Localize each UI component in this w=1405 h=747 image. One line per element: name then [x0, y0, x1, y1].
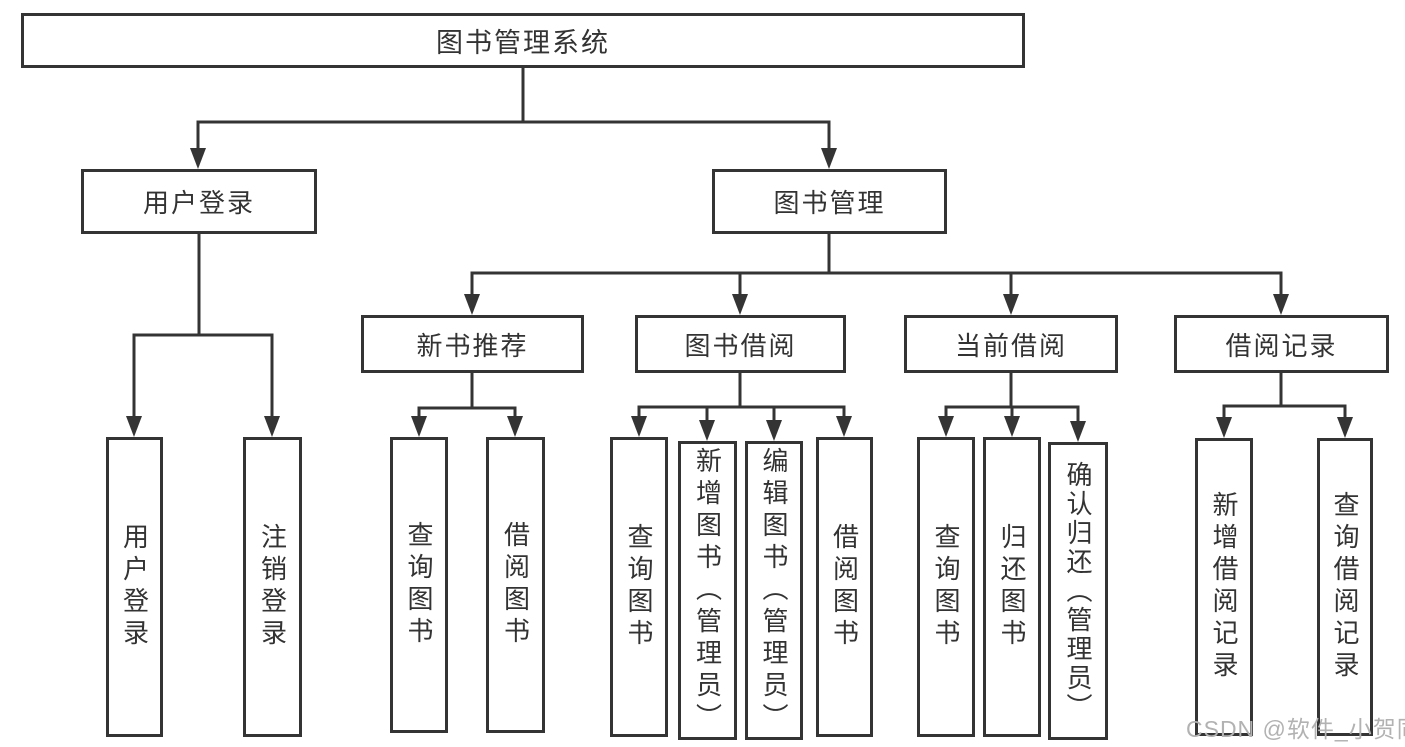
node-book-management: 图书管理	[712, 169, 947, 234]
leaf-add-book-admin: 新增图书（管理员）	[678, 441, 737, 740]
leaf-add-borrow-record: 新增借阅记录	[1195, 438, 1253, 736]
leaf-add-borrow-record-label: 新增借阅记录	[1209, 491, 1239, 683]
leaf-query-borrow-record: 查询借阅记录	[1317, 438, 1373, 736]
connector-borrowing-to-leaves	[631, 371, 852, 441]
node-current-borrowing-label: 当前借阅	[954, 330, 1067, 361]
leaf-query-books-recommend-label: 查询图书	[404, 521, 434, 649]
leaf-edit-book-admin: 编辑图书（管理员）	[745, 441, 803, 740]
connector-management-to-level3	[464, 232, 1289, 315]
connector-recommend-to-leaves	[411, 371, 523, 437]
leaf-return-books: 归还图书	[983, 437, 1041, 737]
leaf-confirm-return-admin: 确认归还（管理员）	[1048, 442, 1108, 740]
node-book-borrowing: 图书借阅	[635, 315, 846, 373]
leaf-query-books-borrowing-label: 查询图书	[624, 523, 654, 651]
leaf-borrow-books-recommend: 借阅图书	[486, 437, 545, 733]
node-borrowing-records: 借阅记录	[1174, 315, 1389, 373]
leaf-user-login: 用户登录	[106, 437, 163, 737]
connector-current-to-leaves	[938, 371, 1086, 442]
connector-login-to-leaves	[126, 232, 280, 437]
leaf-borrow-books-borrowing: 借阅图书	[816, 437, 873, 737]
node-user-login-label: 用户登录	[142, 188, 255, 218]
leaf-query-books-recommend: 查询图书	[390, 437, 448, 733]
node-book-borrowing-label: 图书借阅	[684, 330, 797, 361]
leaf-user-login-label: 用户登录	[119, 523, 150, 651]
connector-root-to-level2	[190, 66, 837, 169]
leaf-logout-label: 注销登录	[257, 523, 288, 651]
leaf-query-books-current: 查询图书	[917, 437, 975, 737]
leaf-query-borrow-record-label: 查询借阅记录	[1330, 491, 1360, 683]
leaf-borrow-books-borrowing-label: 借阅图书	[829, 523, 860, 651]
connector-records-to-leaves	[1216, 371, 1353, 438]
node-current-borrowing: 当前借阅	[904, 315, 1118, 373]
node-library-system-label: 图书管理系统	[436, 28, 610, 58]
node-new-book-recommend: 新书推荐	[361, 315, 584, 373]
leaf-add-book-admin-label: 新增图书（管理员）	[692, 446, 723, 735]
leaf-query-books-borrowing: 查询图书	[610, 437, 668, 737]
node-new-book-recommend-label: 新书推荐	[416, 330, 529, 361]
leaf-borrow-books-recommend-label: 借阅图书	[500, 521, 531, 649]
node-borrowing-records-label: 借阅记录	[1225, 330, 1338, 361]
leaf-edit-book-admin-label: 编辑图书（管理员）	[759, 446, 789, 735]
leaf-logout: 注销登录	[243, 437, 302, 737]
node-user-login: 用户登录	[81, 169, 317, 234]
leaf-confirm-return-admin-label: 确认归还（管理员）	[1063, 460, 1093, 722]
leaf-return-books-label: 归还图书	[997, 523, 1027, 651]
node-library-system: 图书管理系统	[21, 13, 1025, 68]
leaf-query-books-current-label: 查询图书	[931, 523, 961, 651]
csdn-watermark: CSDN @软件_小贺同学	[1186, 716, 1405, 742]
node-book-management-label: 图书管理	[773, 188, 886, 218]
